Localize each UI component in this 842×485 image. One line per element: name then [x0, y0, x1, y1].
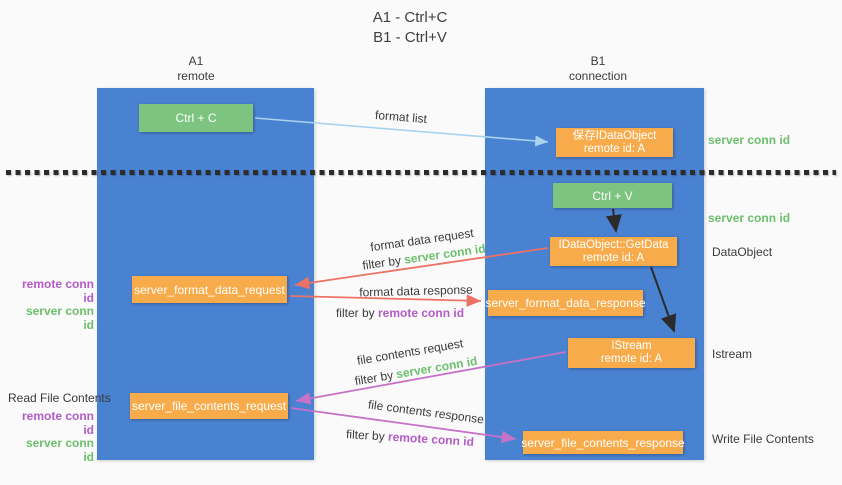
server-file-contents-request-label: server_file_contents_request	[131, 399, 287, 413]
title-line-1: A1 - Ctrl+C	[372, 9, 448, 26]
save-idataobject-line1: 保存IDataObject	[572, 129, 657, 142]
getdata-line2: remote id: A	[582, 251, 645, 264]
file-contents-response-label: file contents response	[367, 397, 485, 427]
ctrl-v-node: Ctrl + V	[553, 183, 672, 208]
server-format-data-request-label: server_format_data_request	[134, 282, 285, 297]
ctrl-v-label: Ctrl + V	[592, 188, 633, 203]
istream-side-label: Istream	[712, 347, 753, 361]
ctrl-c-node: Ctrl + C	[139, 104, 253, 132]
diagram-title: A1 - Ctrl+C B1 - Ctrl+V	[320, 8, 500, 48]
filter-by-text-4: filter by	[345, 427, 386, 444]
getdata-line1: IDataObject::GetData	[558, 238, 669, 251]
remote-conn-id-text-1: remote conn id	[378, 306, 465, 320]
server-conn-id-left-2: server conn id	[25, 436, 94, 464]
server-conn-id-right-mid: server conn id	[708, 211, 791, 225]
filter-by-text-3: filter by	[353, 367, 395, 389]
istream-node: IStream remote id: A	[568, 338, 695, 368]
left-column-header: A1 remote	[136, 54, 256, 84]
right-column-name: B1	[590, 54, 606, 68]
istream-line2: remote id: A	[600, 353, 663, 365]
title-line-2: B1 - Ctrl+V	[373, 29, 447, 46]
left-column-name: A1	[188, 54, 204, 68]
remote-conn-id-text-2: remote conn id	[387, 429, 475, 449]
format-list-label: format list	[374, 107, 428, 127]
server-file-contents-request-node: server_file_contents_request	[130, 393, 288, 419]
left-conn-ids-top: remote conn id server conn id	[12, 277, 94, 332]
server-format-data-response-label: server_format_data_response	[485, 296, 646, 310]
filter-by-text-2: filter by	[335, 306, 375, 320]
istream-line1: IStream	[611, 339, 652, 352]
remote-conn-id-left-2: remote conn id	[21, 409, 94, 437]
ctrl-c-label: Ctrl + C	[175, 111, 217, 125]
right-column-role: connection	[568, 69, 628, 83]
idataobject-getdata-node: IDataObject::GetData remote id: A	[550, 237, 677, 266]
right-column-header: B1 connection	[538, 54, 658, 84]
left-conn-ids-bottom: remote conn id server conn id	[12, 409, 94, 464]
server-format-data-response-node: server_format_data_response	[485, 290, 646, 316]
server-conn-id-right-top: server conn id	[708, 133, 791, 147]
read-file-contents-label: Read File Contents	[8, 391, 111, 405]
remote-conn-id-left-1: remote conn id	[21, 277, 94, 305]
server-file-contents-response-node: server_file_contents_response	[521, 431, 685, 454]
save-idataobject-line2: remote id: A	[583, 142, 646, 155]
file-contents-response-filter-label: filter by remote conn id	[346, 427, 475, 449]
format-data-response-label: format data response	[359, 282, 473, 300]
left-column-role: remote	[177, 69, 215, 83]
filter-by-text-1: filter by	[361, 253, 402, 273]
write-file-contents-label: Write File Contents	[712, 432, 814, 446]
format-data-response-filter-label: filter by remote conn id	[336, 306, 464, 320]
server-file-contents-response-label: server_file_contents_response	[521, 435, 685, 450]
save-idataobject-node: 保存IDataObject remote id: A	[556, 128, 673, 157]
dataobject-label: DataObject	[712, 245, 773, 259]
server-conn-id-left-1: server conn id	[25, 304, 94, 332]
server-format-data-request-node: server_format_data_request	[132, 276, 287, 303]
separator-dotted-line	[6, 170, 836, 175]
